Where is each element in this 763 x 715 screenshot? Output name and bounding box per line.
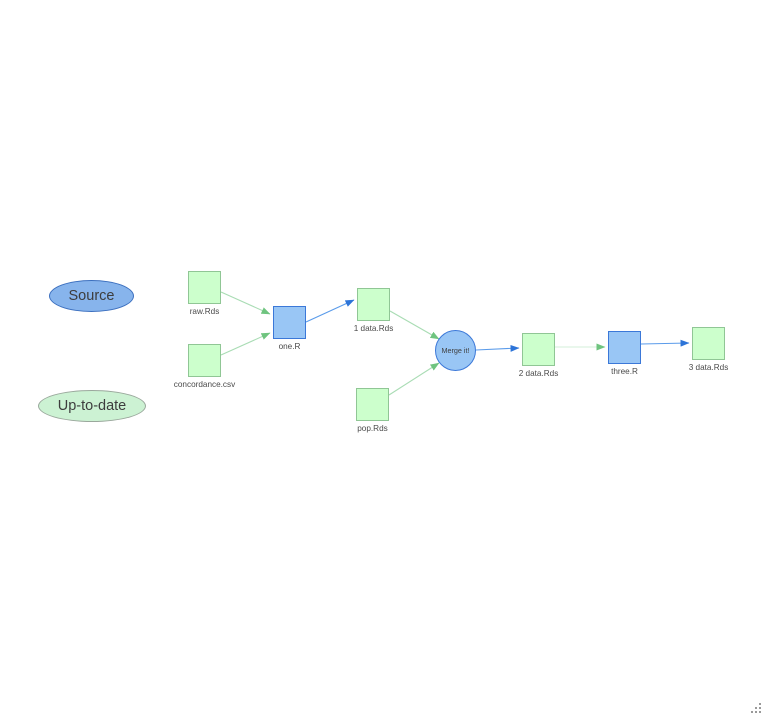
node-shape-box (356, 388, 389, 421)
node-3-data-rds[interactable]: 3 data.Rds (689, 327, 728, 372)
edge-three-to-data3 (640, 339, 690, 347)
node-label: one.R (278, 342, 301, 351)
edge-concordance-to-one (220, 332, 271, 356)
legend-label-uptodate: Up-to-date (57, 398, 127, 414)
edge-raw-to-one (220, 291, 271, 315)
node-label: 3 data.Rds (688, 363, 729, 372)
node-shape-box (273, 306, 306, 339)
node-shape-box (188, 271, 221, 304)
node-label: concordance.csv (173, 380, 236, 389)
edge-merge-to-data2 (475, 344, 520, 352)
legend-ellipse-source: Source (49, 280, 134, 312)
node-label: 1 data.Rds (353, 324, 394, 333)
node-shape-box (188, 344, 221, 377)
legend-ellipse-uptodate: Up-to-date (38, 390, 146, 422)
node-1-data-rds[interactable]: 1 data.Rds (354, 288, 393, 333)
edge-pop-to-merge (388, 362, 440, 396)
node-three-r[interactable]: three.R (608, 331, 641, 376)
node-shape-box (692, 327, 725, 360)
legend-item-source[interactable]: Source (49, 280, 134, 312)
node-one-r[interactable]: one.R (273, 306, 306, 351)
edge-one-to-data1 (305, 299, 355, 323)
edge-data1-to-merge (389, 310, 440, 340)
legend-label-source: Source (68, 288, 115, 304)
resize-grip-icon[interactable] (748, 700, 761, 713)
node-label: 2 data.Rds (518, 369, 559, 378)
node-concordance-csv[interactable]: concordance.csv (174, 344, 235, 389)
node-shape-circle: Merge it! (435, 330, 476, 371)
node-shape-box (522, 333, 555, 366)
node-label: Merge it! (441, 346, 470, 355)
node-raw-rds[interactable]: raw.Rds (188, 271, 221, 316)
node-shape-box (357, 288, 390, 321)
node-pop-rds[interactable]: pop.Rds (356, 388, 389, 433)
node-label: three.R (611, 367, 638, 376)
node-label: raw.Rds (189, 307, 220, 316)
node-label: pop.Rds (357, 424, 388, 433)
node-shape-box (608, 331, 641, 364)
node-merge-it[interactable]: Merge it! (435, 330, 476, 371)
legend-item-uptodate[interactable]: Up-to-date (38, 390, 146, 422)
node-2-data-rds[interactable]: 2 data.Rds (519, 333, 558, 378)
